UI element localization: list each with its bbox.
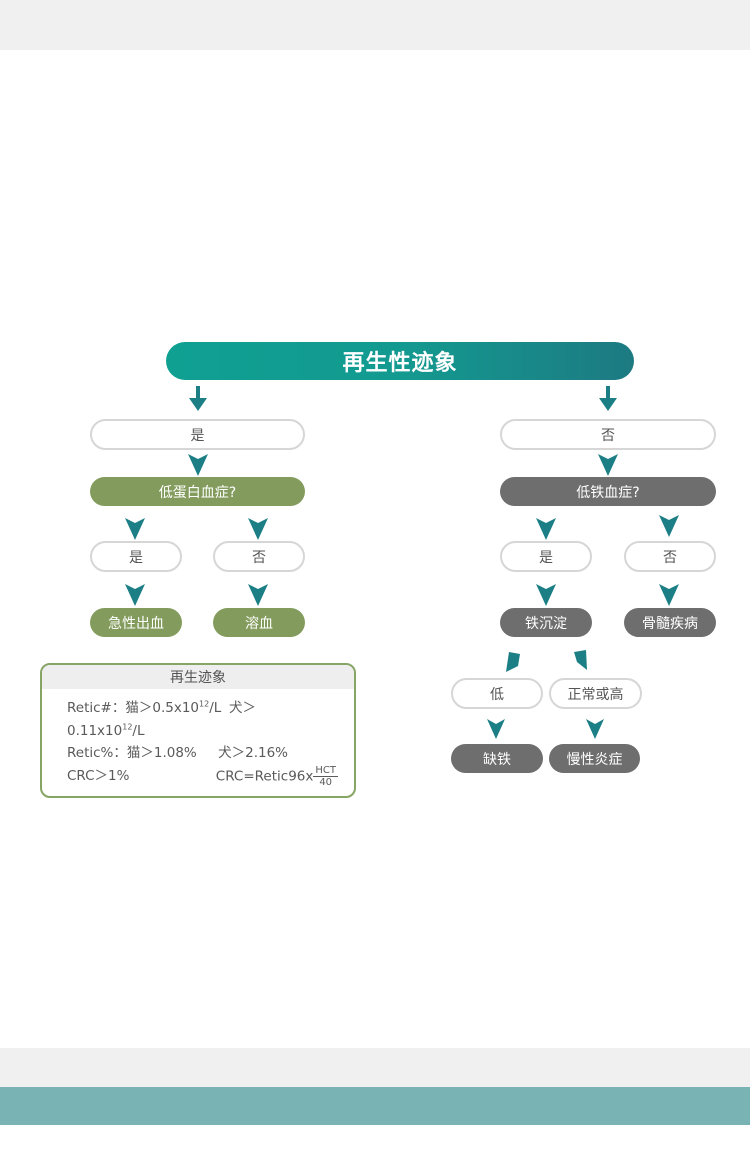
arrow-down-icon (248, 518, 268, 540)
crc-threshold: CRC＞1% (67, 767, 130, 784)
left-no-label: 否 (213, 541, 305, 572)
left-answer-yes: 是 (90, 419, 305, 450)
retic-percent-dog: 犬＞2.16% (218, 745, 288, 761)
retic-absolute-row: Retic#：猫＞0.5x1012/L 犬＞ (67, 697, 344, 720)
retic-percent-cat: Retic%：猫＞1.08% (67, 745, 197, 761)
top-band (0, 0, 750, 50)
hemolysis-result: 溶血 (213, 608, 305, 637)
retic-absolute-dog-value: 0.11x1012/L (67, 722, 145, 739)
flowchart-title: 再生性迹象 (166, 342, 634, 380)
arrow-down-icon (188, 454, 208, 476)
regeneration-criteria-box: 再生迹象 Retic#：猫＞0.5x1012/L 犬＞ 0.11x1012/L … (40, 663, 356, 798)
hypoproteinemia-question: 低蛋白血症? (90, 477, 305, 506)
arrow-down-icon (598, 454, 618, 476)
right-no-label: 否 (624, 541, 716, 572)
arrow-down-icon (659, 584, 679, 606)
iron-deficiency-result: 缺铁 (451, 744, 543, 773)
arrow-down-icon (189, 386, 207, 411)
right-answer-no: 否 (500, 419, 716, 450)
bottom-teal-band (0, 1087, 750, 1125)
arrow-down-icon (536, 584, 556, 606)
info-box-body: Retic#：猫＞0.5x1012/L 犬＞ 0.11x1012/L Retic… (42, 689, 354, 788)
arrow-down-left-icon (506, 652, 520, 672)
low-label: 低 (451, 678, 543, 709)
right-yes-label: 是 (500, 541, 592, 572)
acute-hemorrhage-result: 急性出血 (90, 608, 182, 637)
retic-percent-row: Retic%：猫＞1.08% 犬＞2.16% (67, 742, 344, 765)
info-box-heading: 再生迹象 (42, 665, 354, 689)
bottom-gray-band (0, 1048, 750, 1088)
arrow-down-icon (125, 518, 145, 540)
bone-marrow-disease-result: 骨髓疾病 (624, 608, 716, 637)
arrow-down-icon (487, 719, 505, 739)
arrow-down-icon (586, 719, 604, 739)
chronic-inflammation-result: 慢性炎症 (549, 744, 640, 773)
arrow-down-icon (125, 584, 145, 606)
iron-sequestration-result: 铁沉淀 (500, 608, 592, 637)
arrow-down-icon (659, 515, 679, 537)
retic-absolute-dog-label: 犬＞ (229, 700, 256, 716)
arrow-down-icon (599, 386, 617, 411)
left-yes-label: 是 (90, 541, 182, 572)
retic-absolute-cat: Retic#：猫＞0.5x1012/L (67, 699, 222, 716)
arrow-down-right-icon (574, 650, 587, 670)
normal-or-high-label: 正常或高 (549, 678, 642, 709)
arrow-down-icon (536, 518, 556, 540)
hypoferremia-question: 低铁血症? (500, 477, 716, 506)
arrow-down-icon (248, 584, 268, 606)
